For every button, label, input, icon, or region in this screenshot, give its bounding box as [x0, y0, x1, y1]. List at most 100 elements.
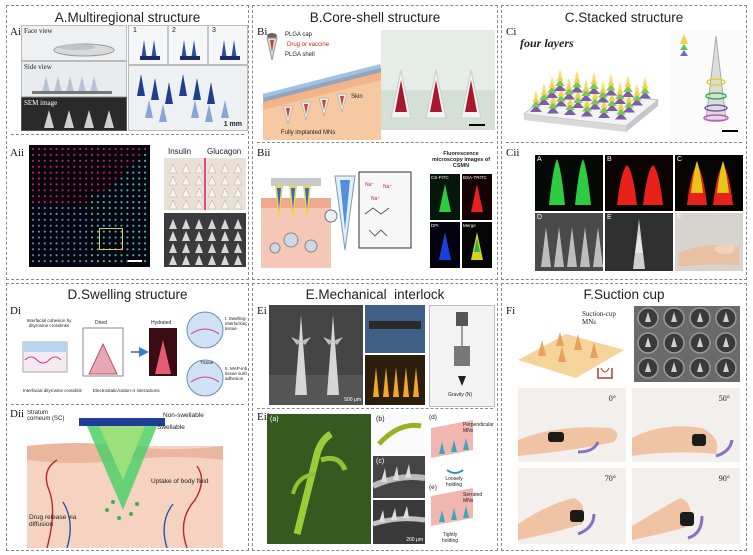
- suction-cup-schematic: Suction-cup MNs: [518, 304, 628, 384]
- glucagon-label: Glucagon: [207, 147, 242, 156]
- hydrated-label: Hydrated: [151, 320, 172, 326]
- suction-cup-grid: [637, 307, 737, 379]
- scale-200-label: 200 μm: [406, 537, 423, 543]
- legend-crosslink: Interfacial dityrosine crosslink: [23, 388, 82, 393]
- zoom-box: [99, 228, 123, 250]
- micrograph-a: A: [535, 155, 603, 211]
- fully-implanted-label: Fully implanted MNs: [281, 130, 336, 136]
- gravity-label: Gravity (N): [448, 392, 473, 398]
- dried-label: Dried: [95, 320, 107, 326]
- section-title: A.Multiregional structure: [54, 10, 201, 25]
- side-view-photo: Side view: [21, 61, 127, 97]
- micrograph-f-label: F: [677, 214, 682, 221]
- mantis-photo: (a): [267, 414, 371, 544]
- section-title: C.Stacked structure: [564, 10, 684, 25]
- stage-photos: 1 2 3: [128, 25, 248, 65]
- cs-fitc-label: CS-FITC: [431, 175, 449, 180]
- finger-70-photo: 70°: [518, 468, 626, 544]
- divider-line: [204, 158, 206, 210]
- micrograph-b: B: [605, 155, 673, 211]
- core-shell-schematic: PLGA cap Drug or vaccine PLGA shell Skin…: [263, 28, 381, 140]
- legend-interactions: Electrostatic/cation-π interactions: [93, 388, 160, 393]
- micrograph-d-label: D: [537, 214, 543, 221]
- section-stacked: C.Stacked structure Ci four layers Cii A…: [501, 5, 747, 280]
- plga-cap-label: PLGA cap: [285, 32, 313, 38]
- panel-tag-ei: Ei: [257, 305, 267, 317]
- sem-image: SEM image: [21, 97, 127, 131]
- micrograph-a-label: A: [537, 156, 542, 163]
- cone-array-svg: [522, 69, 660, 132]
- panel-tag-dii: Dii: [10, 408, 25, 420]
- holding-schematic: (d) Perpendicular MNs Loosely holding (e…: [429, 414, 495, 546]
- panel-tag-ai: Ai: [10, 26, 21, 38]
- micrograph-f: F: [675, 213, 743, 271]
- stage-1-label: 1: [133, 27, 137, 34]
- microneedle-array-photo: 1 mm: [128, 65, 248, 131]
- panel-tag-bii: Bii: [257, 147, 271, 159]
- csmn-schematic: Na⁺Na⁺Na⁺: [261, 158, 413, 270]
- section-suction-cup: F.Suction cup Fi Suction-cup MNs 0° 50° …: [501, 283, 747, 551]
- fluorescence-title: Fluorescence microscopy images of CSMN: [431, 151, 491, 169]
- suction-cup-sem: [634, 306, 740, 382]
- perpendicular-label: Perpendicular MNs: [463, 422, 494, 434]
- uptake-label: Uptake of body fluid: [151, 478, 209, 485]
- stage-3-label: 3: [212, 27, 216, 34]
- angle-50-label: 50°: [718, 394, 730, 403]
- four-layer-array: four layers: [516, 30, 664, 140]
- sem-array-photo: [164, 213, 246, 267]
- sem-needle-grid: [169, 219, 242, 265]
- cs-fitc-panel: CS-FITC: [430, 174, 460, 220]
- section-swelling: D.Swelling structure Di Interfacial cohe…: [6, 283, 249, 551]
- section-mechanical-interlock: E.Mechanical interlock Ei 500 μm Gravity…: [252, 283, 498, 551]
- divider: [11, 404, 244, 405]
- adhesion-label: II. MAP-inherent tissue surface adhesion: [225, 366, 247, 381]
- stratum-corneum-label: Stratum corneum (SC): [27, 410, 65, 422]
- finger-90-photo: 90°: [632, 468, 740, 544]
- svg-text:Na⁺: Na⁺: [371, 196, 380, 202]
- finger-50-photo: 50°: [632, 388, 740, 462]
- interlock-array-photo: [365, 305, 425, 405]
- bsa-tritc-label: BSA-TRITC: [463, 175, 487, 180]
- swellable-label: Swellable: [157, 424, 185, 431]
- panel-tag-eii: Eii: [257, 411, 270, 423]
- core-shell-photo: [381, 30, 495, 130]
- dpi-panel: DPI: [430, 222, 460, 268]
- panel-tag-aii: Aii: [10, 147, 25, 159]
- divider: [11, 134, 244, 135]
- serrated-sem-photo: 200 μm: [373, 500, 425, 544]
- spine-sem-photo: (c): [373, 456, 425, 498]
- eii-c-label: (c): [376, 458, 385, 465]
- angle-90-label: 90°: [718, 474, 730, 483]
- sem-image-label: SEM image: [24, 99, 58, 107]
- insulin-glucagon-photo: [164, 158, 246, 210]
- section-title: B.Core-shell structure: [309, 10, 441, 25]
- loosely-label: Loosely holding: [445, 476, 463, 488]
- suction-cup-label: Suction-cup MNs: [582, 310, 616, 326]
- stacked-needle-photo: [670, 30, 744, 140]
- finger-0-photo: 0°: [518, 388, 626, 462]
- micrograph-e: E: [605, 213, 673, 271]
- side-view-label: Side view: [24, 63, 52, 71]
- release-label: Drug release via diffusion: [29, 514, 77, 528]
- swelling-skin-schematic: Stratum corneum (SC) Non-swellable Swell…: [27, 410, 223, 548]
- section-core-shell: B.Core-shell structure Bi PLGA cap Drug …: [252, 5, 498, 280]
- barbed-needle-sem: 500 μm: [269, 305, 363, 405]
- eii-b-label: (b): [376, 416, 385, 423]
- divider: [257, 142, 493, 143]
- gravity-test-photo: Gravity (N): [429, 305, 495, 407]
- fluorescence-array: [29, 145, 150, 267]
- tissue-label: Tissue: [200, 360, 214, 365]
- swelling-schematic: Interfacial cohesion by dityrosine cross…: [19, 304, 247, 400]
- eii-a-label: (a): [270, 416, 279, 423]
- svg-text:Na⁺: Na⁺: [365, 182, 374, 188]
- non-swellable-label: Non-swellable: [163, 412, 204, 419]
- scale-bar-label: 1 mm: [223, 121, 242, 128]
- skin-label: Skin: [351, 94, 363, 100]
- section-title: F.Suction cup: [583, 287, 665, 302]
- insulin-label: Insulin: [168, 147, 192, 156]
- micrograph-c: C: [675, 155, 743, 211]
- micrograph-c-label: C: [677, 156, 683, 163]
- panel-tag-di: Di: [10, 305, 21, 317]
- svg-text:Na⁺: Na⁺: [383, 184, 392, 190]
- eii-e-label: (e): [429, 484, 437, 491]
